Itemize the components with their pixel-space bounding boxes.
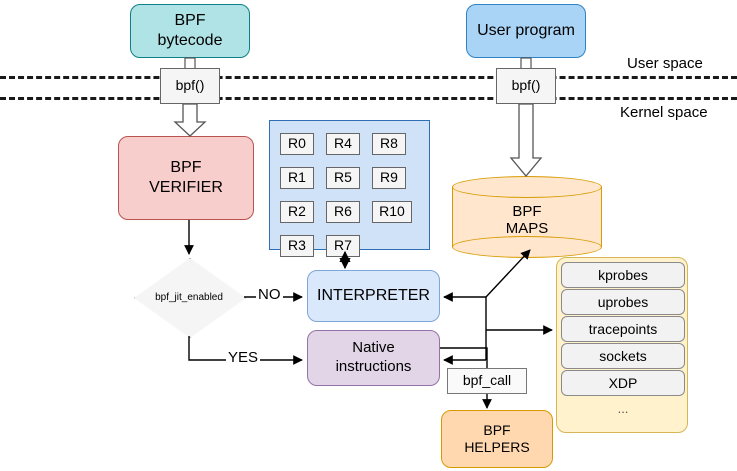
decision-label: bpf_jit_enabled xyxy=(155,291,223,303)
edge-label-no: NO xyxy=(256,286,283,303)
hook-item-tracepoints[interactable]: tracepoints xyxy=(561,316,685,342)
node-bpf-call[interactable]: bpf_call xyxy=(447,368,527,394)
register-cell-r8: R8 xyxy=(372,133,406,155)
block-arrow-syscall-to-maps xyxy=(509,103,543,178)
register-cell-r3: R3 xyxy=(280,235,314,257)
kernel-space-label: Kernel space xyxy=(620,104,708,121)
register-cell-r1: R1 xyxy=(280,167,314,189)
hook-item-xdp[interactable]: XDP xyxy=(561,370,685,396)
register-cell-r10: R10 xyxy=(372,201,412,223)
block-arrow-syscall-to-verifier xyxy=(173,103,207,137)
user-kernel-boundary-upper xyxy=(0,76,737,79)
node-decision-bpf-jit-enabled[interactable]: bpf_jit_enabled xyxy=(134,258,246,338)
node-bpf-bytecode[interactable]: BPF bytecode xyxy=(130,4,250,58)
node-interpreter[interactable]: INTERPRETER xyxy=(307,270,440,322)
node-native-instructions[interactable]: Native instructions xyxy=(307,330,440,386)
register-cell-r7: R7 xyxy=(326,235,360,257)
register-cell-r0: R0 xyxy=(280,133,314,155)
hook-item-ellipsis: ... xyxy=(617,400,629,416)
hook-item-kprobes[interactable]: kprobes xyxy=(561,262,685,288)
register-cell-r9: R9 xyxy=(372,167,406,189)
register-cell-r2: R2 xyxy=(280,201,314,223)
node-bpf-verifier[interactable]: BPF VERIFIER xyxy=(118,136,254,220)
edge-label-yes: YES xyxy=(226,349,261,366)
user-kernel-boundary-lower xyxy=(0,97,737,100)
hook-item-uprobes[interactable]: uprobes xyxy=(561,289,685,315)
edge-native-to-bpfcall xyxy=(440,347,488,368)
register-cell-r4: R4 xyxy=(326,133,360,155)
node-bpf-maps[interactable]: BPF MAPS xyxy=(452,176,602,258)
register-cell-r5: R5 xyxy=(326,167,360,189)
node-bpf-syscall-right[interactable]: bpf() xyxy=(496,68,556,104)
node-user-program[interactable]: User program xyxy=(466,4,586,58)
hook-item-sockets[interactable]: sockets xyxy=(561,343,685,369)
bpf-maps-label: BPF MAPS xyxy=(505,203,549,237)
register-cell-r6: R6 xyxy=(326,201,360,223)
node-bpf-syscall-left[interactable]: bpf() xyxy=(160,68,220,104)
user-space-label: User space xyxy=(627,55,703,72)
node-bpf-helpers[interactable]: BPF HELPERS xyxy=(441,410,553,468)
